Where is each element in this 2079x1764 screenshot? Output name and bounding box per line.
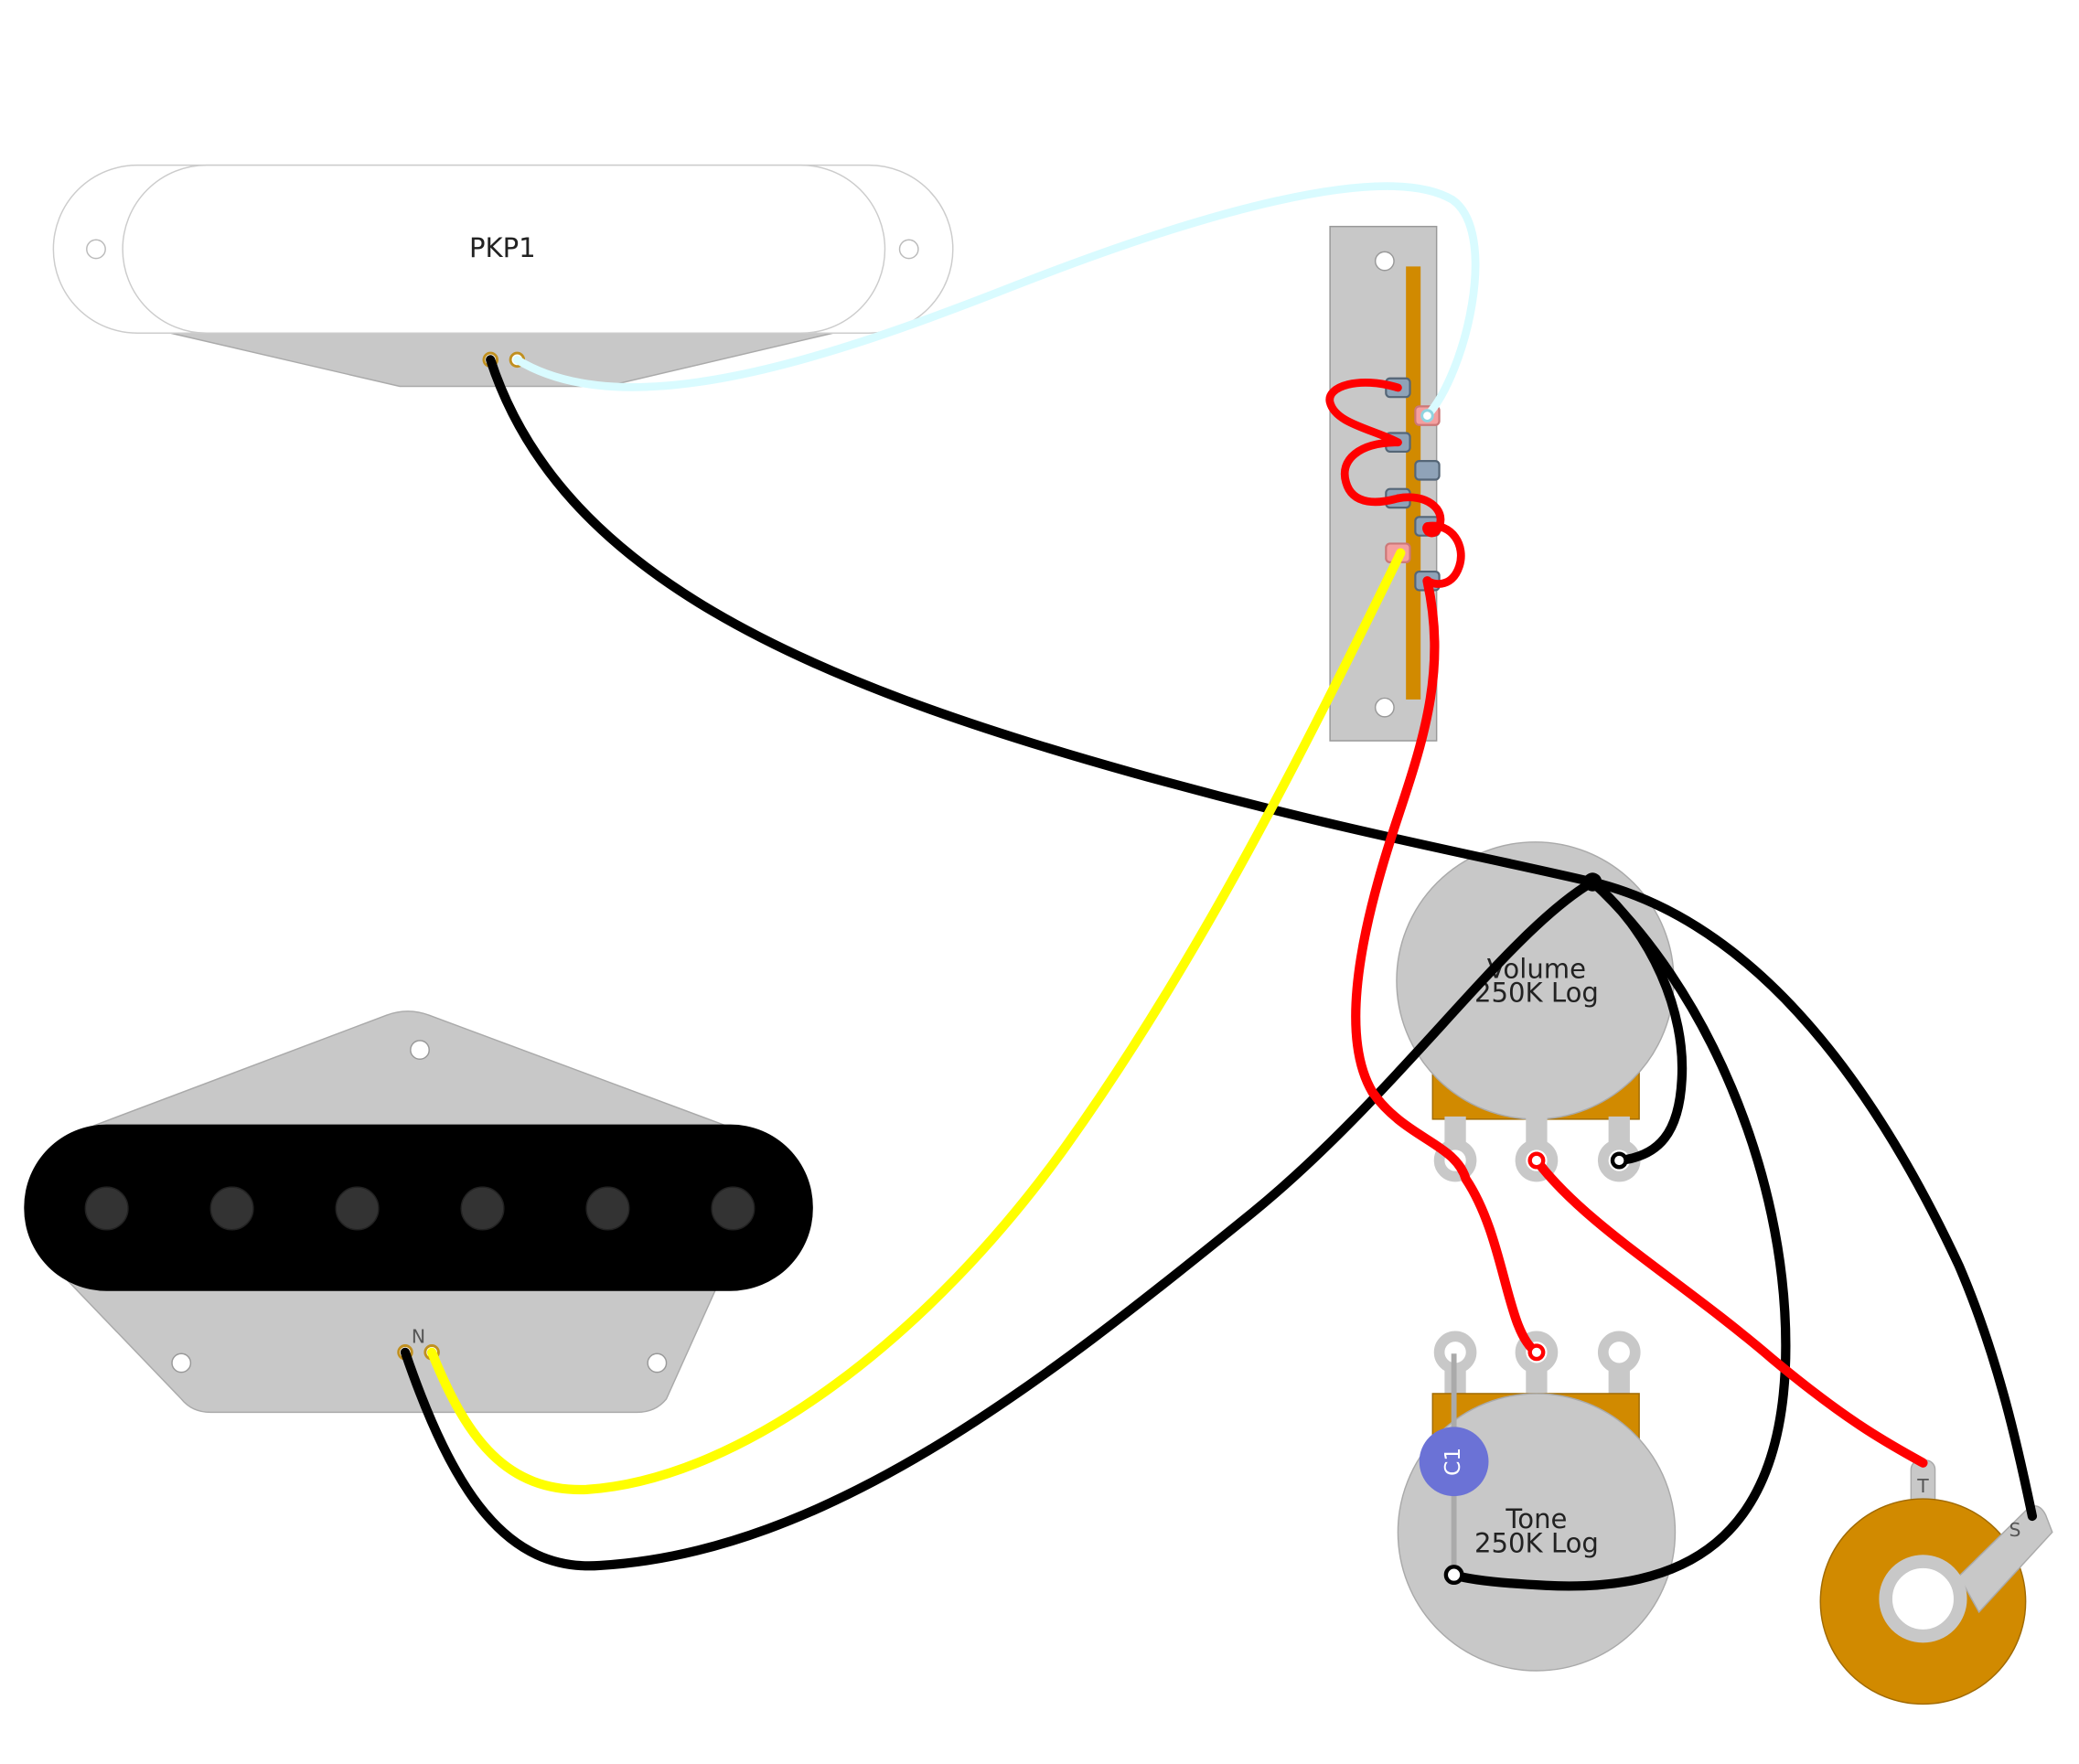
capacitor: C1 xyxy=(1419,1353,1489,1576)
volume-lug-3-solder xyxy=(1610,1151,1628,1170)
bridge-pickup-bobbin xyxy=(24,1124,813,1291)
wire-switch-jumper-2 xyxy=(1340,438,1402,507)
pole-piece xyxy=(335,1186,380,1231)
capacitor-label: C1 xyxy=(1441,1448,1465,1476)
bridge-plate-hole-left xyxy=(171,1352,192,1374)
wire-switch-to-volume xyxy=(1351,576,1542,1357)
neck-pickup: PKP1 xyxy=(52,164,954,388)
wire-switch-jumper-1 xyxy=(1325,379,1402,447)
tone-lug-3 xyxy=(1597,1331,1641,1374)
bridge-pickup: N xyxy=(24,1010,813,1414)
wire-switch-jumper-4 xyxy=(1423,521,1465,588)
capacitor-body xyxy=(1419,1427,1489,1497)
wires xyxy=(400,182,2038,1591)
pole-piece xyxy=(460,1186,505,1231)
volume-pot-value: 250K Log xyxy=(1474,978,1599,1009)
pole-piece xyxy=(711,1186,756,1231)
bridge-pickup-terminal-label: N xyxy=(412,1326,425,1348)
wire-volume-to-jack-tip xyxy=(1531,1155,1928,1468)
tone-pot-name: Tone xyxy=(1505,1503,1567,1534)
wire-bridge-ground xyxy=(400,877,1598,1571)
pole-piece xyxy=(84,1186,129,1231)
wire-ground-tone-cap xyxy=(1449,877,1791,1591)
tone-pot-lugs xyxy=(1433,1331,1641,1399)
wire-neck-ground xyxy=(486,355,1598,887)
jack-sleeve-label: S xyxy=(2009,1519,2021,1541)
neck-pickup-screw-hole-right xyxy=(898,239,919,260)
switch-lug-right-1-solder xyxy=(1420,409,1434,422)
ground-junction xyxy=(1582,872,1602,892)
bridge-plate-hole-right xyxy=(647,1352,668,1374)
tone-pot-value: 250K Log xyxy=(1474,1527,1599,1558)
switch-contact-rail xyxy=(1406,266,1421,700)
jack-socket xyxy=(1879,1555,1967,1643)
pole-piece xyxy=(585,1186,630,1231)
volume-pot: Volume 250K Log xyxy=(1396,841,1675,1182)
neck-pickup-screw-hole-left xyxy=(86,239,106,260)
volume-lug-2-solder xyxy=(1527,1151,1546,1170)
switch-screw-hole-top xyxy=(1374,251,1395,272)
tone-pot: Tone 250K Log xyxy=(1397,1331,1677,1672)
neck-pickup-label: PKP1 xyxy=(469,232,536,263)
wire-neck-hot xyxy=(513,182,1480,420)
tone-cap-ground-dot xyxy=(1443,1565,1464,1586)
switch-screw-hole-bottom xyxy=(1374,697,1395,718)
output-jack: T S xyxy=(1819,1459,2053,1705)
tone-lug-2-solder xyxy=(1527,1343,1546,1362)
jack-tip-label: T xyxy=(1916,1475,1929,1497)
pole-piece xyxy=(209,1186,254,1231)
switch-lug-right-2 xyxy=(1414,460,1441,481)
wire-ground-jack-sleeve xyxy=(1588,877,2038,1522)
wire-bridge-hot xyxy=(427,548,1406,1494)
bridge-pole-pieces xyxy=(84,1186,756,1231)
neck-pickup-cover xyxy=(122,164,886,334)
bridge-plate-hole-top xyxy=(410,1040,430,1061)
